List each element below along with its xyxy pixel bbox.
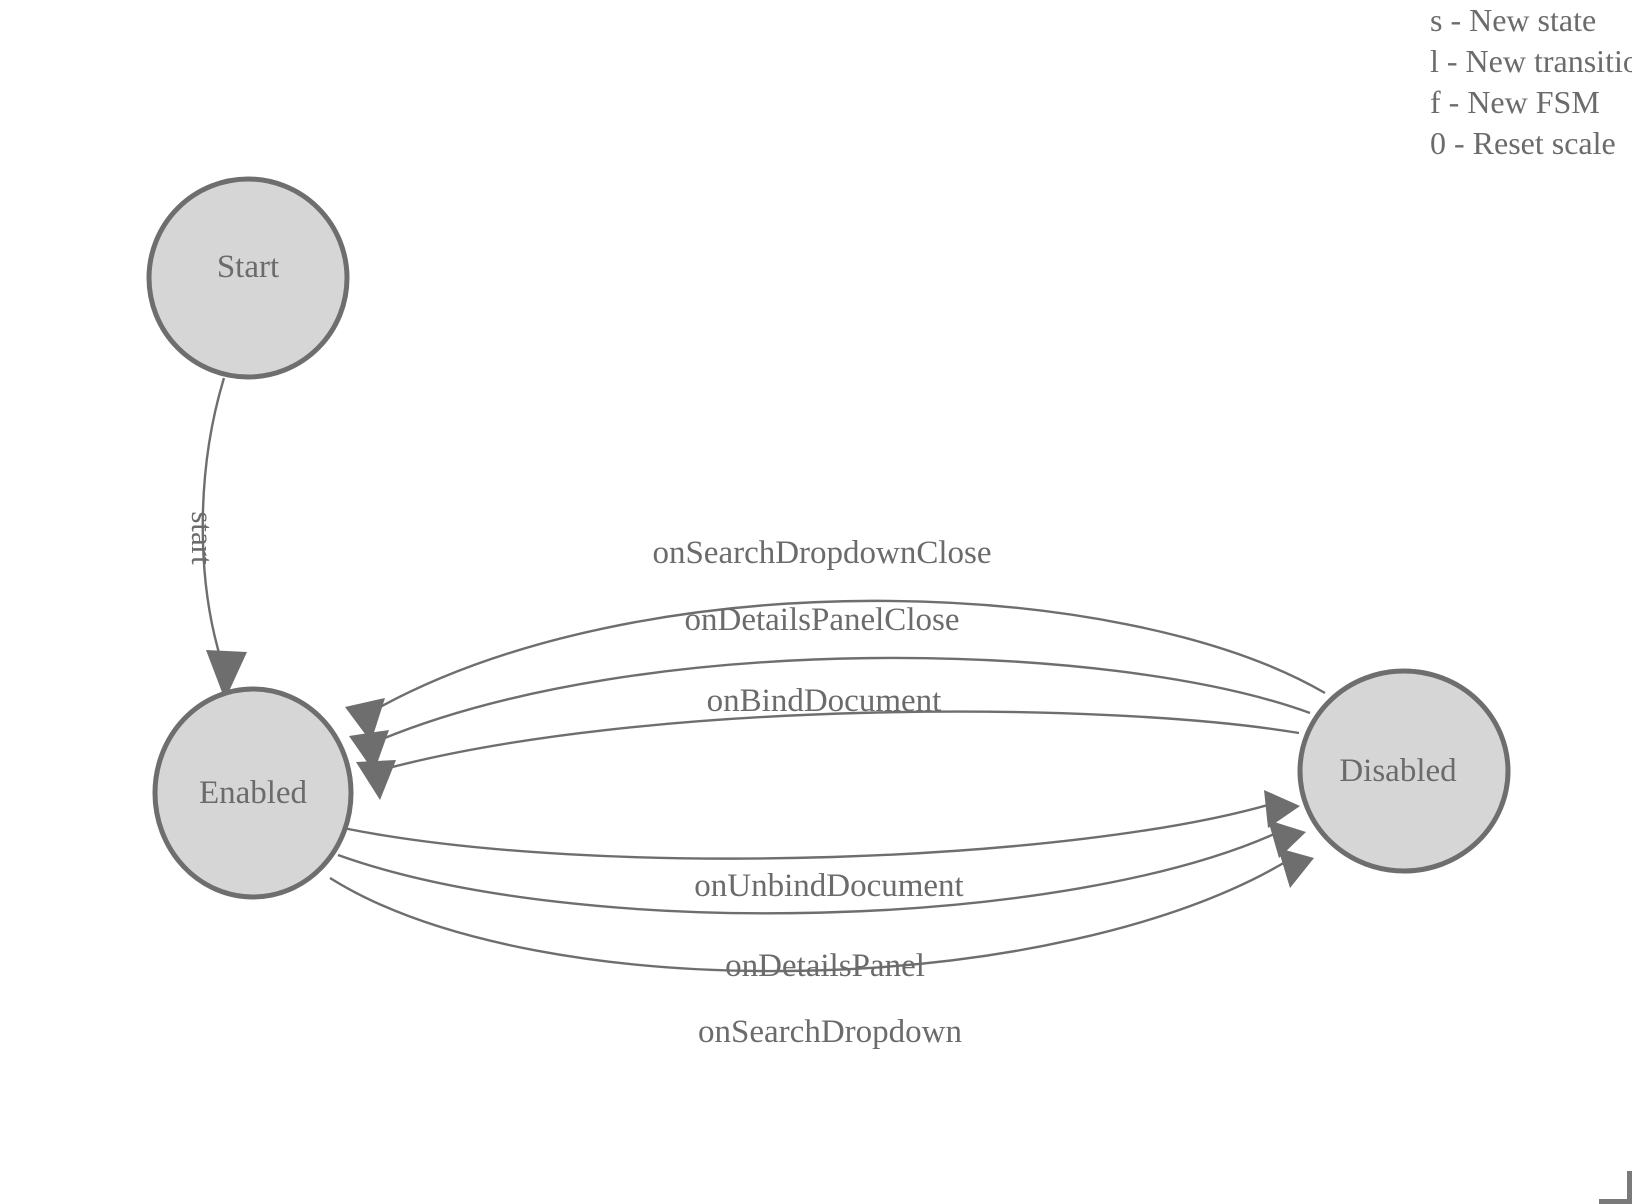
edge-onsearchdropdown-arrowhead: [1278, 848, 1314, 888]
edge-onsearchdropdownclose[interactable]: [345, 599, 1326, 742]
edge-start-label: start: [185, 511, 220, 565]
edge-ondetailspanelclose[interactable]: [349, 656, 1311, 772]
edge-ondetailspanelclose-arrowhead: [349, 730, 389, 772]
shortcut-new-transition: l - New transition: [1430, 43, 1632, 79]
edge-ondetailspanelclose-label: onDetailsPanelClose: [685, 602, 960, 638]
edge-ondetailspanelclose-path: [374, 656, 1311, 744]
edge-start-arrowhead: [206, 650, 247, 700]
shortcut-reset-scale: 0 - Reset scale: [1430, 125, 1616, 161]
edge-ondetailspanel-label: onDetailsPanel: [725, 948, 925, 984]
edge-onunbinddocument[interactable]: [342, 790, 1300, 860]
edge-onunbinddocument-path: [342, 800, 1279, 860]
edge-onbinddocument-label: onBindDocument: [707, 683, 942, 719]
node-enabled[interactable]: Enabled: [152, 686, 354, 900]
edge-onbinddocument[interactable]: [356, 710, 1300, 800]
node-start-shape[interactable]: [146, 176, 350, 380]
resize-handle[interactable]: [1599, 1171, 1632, 1204]
edge-ondetailspanel-path: [337, 828, 1284, 915]
edge-start-path: [201, 377, 226, 664]
edge-onsearchdropdown-path: [329, 856, 1293, 973]
node-enabled-label: Enabled: [199, 775, 308, 811]
edge-ondetailspanel-arrowhead: [1268, 820, 1306, 858]
edge-onsearchdropdown[interactable]: [329, 848, 1314, 973]
edge-start[interactable]: [201, 377, 247, 700]
edge-onsearchdropdownclose-path: [370, 599, 1326, 714]
edge-onunbinddocument-arrowhead: [1264, 790, 1300, 828]
edge-onsearchdropdownclose-arrowhead: [345, 698, 385, 742]
node-disabled-shape[interactable]: [1297, 668, 1511, 874]
node-enabled-shape[interactable]: [152, 686, 354, 900]
node-start[interactable]: Start: [146, 176, 350, 380]
edge-ondetailspanel[interactable]: [337, 820, 1306, 915]
node-disabled[interactable]: Disabled: [1297, 668, 1511, 874]
node-disabled-label: Disabled: [1339, 753, 1457, 789]
edge-onbinddocument-arrowhead: [356, 760, 396, 800]
edge-onbinddocument-path: [380, 710, 1300, 772]
node-start-label: Start: [217, 249, 279, 285]
edge-onsearchdropdownclose-label: onSearchDropdownClose: [652, 535, 991, 571]
edge-onunbinddocument-label: onUnbindDocument: [694, 868, 963, 904]
shortcut-new-fsm: f - New FSM: [1430, 84, 1600, 120]
shortcut-new-state: s - New state: [1430, 2, 1597, 38]
edge-onsearchdropdown-label: onSearchDropdown: [698, 1014, 962, 1050]
keyboard-shortcuts-overlay: s - New state l - New transition f - New…: [1430, 0, 1632, 164]
